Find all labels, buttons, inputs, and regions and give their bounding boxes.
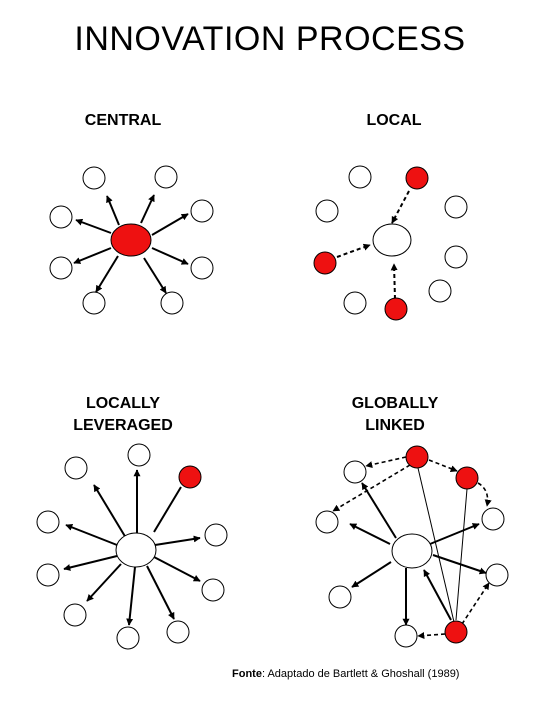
linked-node <box>328 585 352 609</box>
linked-node <box>485 563 509 587</box>
linked-arrow <box>351 561 392 588</box>
leveraged-arrow <box>93 484 127 539</box>
leveraged-node <box>63 603 87 627</box>
local-hub-node <box>372 223 412 257</box>
source-citation: Fonte: Adaptado de Bartlett & Ghoshall (… <box>232 668 459 680</box>
local-node <box>348 165 372 189</box>
central-node <box>190 199 214 223</box>
local-node <box>428 279 452 303</box>
linked-node <box>481 507 505 531</box>
linked-dashed-arrow <box>428 459 458 472</box>
central-arrow <box>151 213 189 236</box>
label-locally-leveraged: LOCALLY LEVERAGED <box>33 393 213 437</box>
linked-dashed-arrow <box>332 464 411 512</box>
label-locally-leveraged-line2: LEVERAGED <box>73 417 173 434</box>
central-arrow <box>143 257 167 294</box>
leveraged-node <box>64 456 88 480</box>
leveraged-arrow <box>126 566 136 626</box>
linked-node <box>394 624 418 648</box>
label-local: LOCAL <box>366 112 422 129</box>
leveraged-arrow <box>65 524 118 546</box>
local-red-node <box>313 251 337 275</box>
linked-red-node <box>444 620 468 644</box>
central-node <box>154 165 178 189</box>
central-node <box>82 291 106 315</box>
local-red-node <box>384 297 408 321</box>
source-text: : Adaptado de Bartlett & Ghoshall (1989) <box>261 668 460 680</box>
source-prefix: Fonte <box>232 668 262 680</box>
label-locally-leveraged-line1: LOCALLY <box>85 395 161 412</box>
leveraged-arrow <box>154 535 201 546</box>
linked-arrow <box>361 482 397 539</box>
leveraged-arrow <box>146 565 175 620</box>
local-arrow <box>336 243 371 258</box>
label-globally-linked: GLOBALLY LINKED <box>305 393 485 437</box>
central-diagram <box>49 165 214 315</box>
linked-arrow <box>429 523 480 545</box>
central-arrow <box>140 194 155 224</box>
page-title: INNOVATION PROCESS <box>74 20 466 58</box>
central-node <box>190 256 214 280</box>
linked-node <box>315 510 339 534</box>
linked-arrow <box>423 569 452 621</box>
local-arrow <box>391 190 410 224</box>
central-node <box>49 205 73 229</box>
central-hub-node <box>110 223 152 257</box>
local-diagram <box>313 165 468 321</box>
linked-dashed-arrow <box>461 582 490 625</box>
leveraged-node <box>127 443 151 467</box>
central-node <box>49 256 73 280</box>
leveraged-red-node <box>178 465 202 489</box>
linked-dashed-arrow <box>477 482 492 507</box>
leveraged-link <box>153 486 182 533</box>
local-red-node <box>405 166 429 190</box>
linked-hub-node <box>391 533 433 569</box>
globally-linked-diagram <box>315 445 509 648</box>
central-arrow <box>151 247 189 265</box>
locally-leveraged-diagram <box>36 443 228 650</box>
leveraged-hub-node <box>115 532 157 568</box>
local-node <box>343 291 367 315</box>
linked-dashed-arrow <box>417 632 446 640</box>
linked-thin-link <box>417 467 455 623</box>
label-central: CENTRAL <box>84 112 162 129</box>
leveraged-node <box>36 563 60 587</box>
local-node <box>315 199 339 223</box>
local-node <box>444 195 468 219</box>
label-globally-linked-line2: LINKED <box>365 417 425 434</box>
central-arrow <box>75 218 112 234</box>
label-globally-linked-line1: GLOBALLY <box>351 395 439 412</box>
leveraged-node <box>36 510 60 534</box>
local-node <box>444 245 468 269</box>
leveraged-arrow <box>86 563 122 602</box>
linked-arrow <box>432 554 487 575</box>
linked-thin-link <box>455 488 468 621</box>
central-node <box>160 291 184 315</box>
leveraged-node <box>116 626 140 650</box>
linked-red-node <box>455 466 479 490</box>
leveraged-node <box>204 523 228 547</box>
central-arrow <box>73 247 112 264</box>
local-arrow <box>390 263 398 300</box>
linked-dashed-arrow <box>365 456 407 469</box>
central-arrow <box>95 255 119 293</box>
linked-arrow <box>349 523 391 545</box>
leveraged-arrow <box>63 555 118 571</box>
central-node <box>82 166 106 190</box>
leveraged-node <box>201 578 225 602</box>
leveraged-arrow <box>153 556 201 582</box>
central-arrow <box>106 195 120 226</box>
leveraged-node <box>166 620 190 644</box>
linked-node <box>343 460 367 484</box>
linked-red-node <box>405 445 429 469</box>
